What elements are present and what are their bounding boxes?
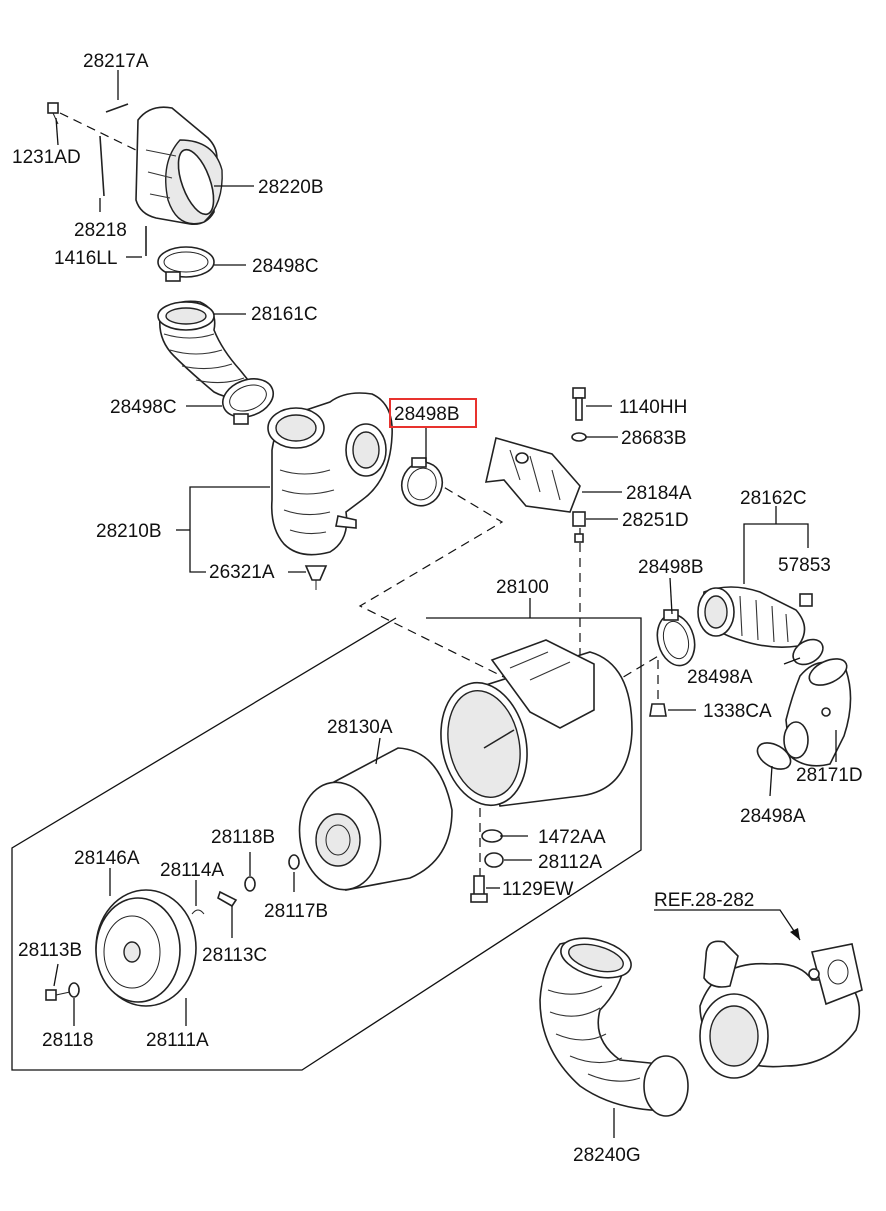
bolt-28113C [217, 890, 238, 908]
label-28162C[interactable]: 28162C [740, 488, 807, 509]
fitting-57853 [799, 593, 813, 607]
strap-28217A [99, 103, 129, 197]
label-28171D[interactable]: 28171D [796, 765, 863, 786]
label-28100[interactable]: 28100 [496, 577, 549, 598]
label-28113C[interactable]: 28113C [202, 945, 267, 966]
label-28117B[interactable]: 28117B [264, 901, 328, 922]
ref-leader [654, 909, 801, 941]
clamp-28498A-low [756, 742, 792, 770]
bolt-1129EW [470, 875, 488, 903]
valve-1472AA [481, 829, 503, 843]
label-28240G[interactable]: 28240G [573, 1145, 641, 1166]
label-28118-low[interactable]: 28118 [42, 1030, 93, 1051]
label-28251D[interactable]: 28251D [622, 510, 689, 531]
filter-housing-28100 [440, 639, 633, 807]
label-28498A-mid[interactable]: 28498A [687, 667, 753, 688]
label-28218-top[interactable]: 28218 [74, 220, 127, 241]
label-28114A[interactable]: 28114A [160, 860, 224, 881]
leader-lines [53, 70, 837, 1138]
clamp-28498B-right [656, 609, 696, 667]
valve-28112A [484, 852, 504, 868]
nut-1338CA [649, 703, 667, 717]
label-28498A-low[interactable]: 28498A [740, 806, 806, 827]
label-28184A[interactable]: 28184A [626, 483, 692, 504]
bolt-1140HH [572, 387, 586, 421]
label-1140HH[interactable]: 1140HH [619, 397, 687, 418]
label-1472AA[interactable]: 1472AA [538, 827, 606, 848]
washer-28118B [244, 876, 256, 892]
label-28210B[interactable]: 28210B [96, 521, 162, 542]
label-28498C-top[interactable]: 28498C [252, 256, 319, 277]
ref-arrowhead [790, 928, 800, 940]
washer-28118 [68, 982, 80, 998]
label-28111A[interactable]: 28111A [146, 1030, 209, 1051]
snorkel-cap-28220B [135, 106, 223, 226]
label-1338CA[interactable]: 1338CA [703, 701, 772, 722]
clip-28114A [191, 909, 205, 915]
label-28130A[interactable]: 28130A [327, 717, 393, 738]
grommet-26321A [304, 565, 328, 590]
bracket-28184A [484, 436, 581, 513]
washer-28117B [288, 854, 300, 870]
label-26321A[interactable]: 26321A [209, 562, 275, 583]
turbocharger-ref [699, 940, 863, 1079]
clamp-28498C-top [157, 246, 215, 282]
label-28498B-highlighted[interactable]: 28498B [394, 404, 460, 425]
label-1416LL[interactable]: 1416LL [54, 248, 117, 269]
hose-28161C [157, 300, 258, 399]
bushing-28251D [572, 511, 586, 543]
label-1129EW[interactable]: 1129EW [502, 879, 574, 900]
label-28498C-mid[interactable]: 28498C [110, 397, 177, 418]
filter-element-28130A [298, 747, 453, 891]
inlet-housing-28210B [267, 392, 393, 556]
washer-28683B [571, 432, 587, 442]
label-ref-28-282[interactable]: REF.28-282 [654, 890, 754, 911]
label-28118B[interactable]: 28118B [211, 827, 275, 848]
hose-28240G [539, 937, 689, 1117]
highlight-box [389, 398, 477, 428]
label-28683B[interactable]: 28683B [621, 428, 687, 449]
label-28217A[interactable]: 28217A [83, 51, 149, 72]
label-28113B[interactable]: 28113B [18, 940, 82, 961]
label-1231AD[interactable]: 1231AD [12, 147, 81, 168]
clamp-28498C-mid [222, 378, 274, 425]
assembly-frame [11, 617, 642, 1071]
label-28161C[interactable]: 28161C [251, 304, 318, 325]
label-28220B[interactable]: 28220B [258, 177, 324, 198]
bolt-28113B [45, 989, 71, 1001]
label-28498B-right[interactable]: 28498B [638, 557, 704, 578]
duct-28171D [783, 658, 852, 767]
clamp-28498B [400, 457, 444, 507]
cover-28111A [95, 889, 197, 1007]
label-28146A[interactable]: 28146A [74, 848, 140, 869]
hose-28162C [697, 586, 806, 648]
label-28112A[interactable]: 28112A [538, 852, 602, 873]
label-57853[interactable]: 57853 [778, 555, 831, 576]
